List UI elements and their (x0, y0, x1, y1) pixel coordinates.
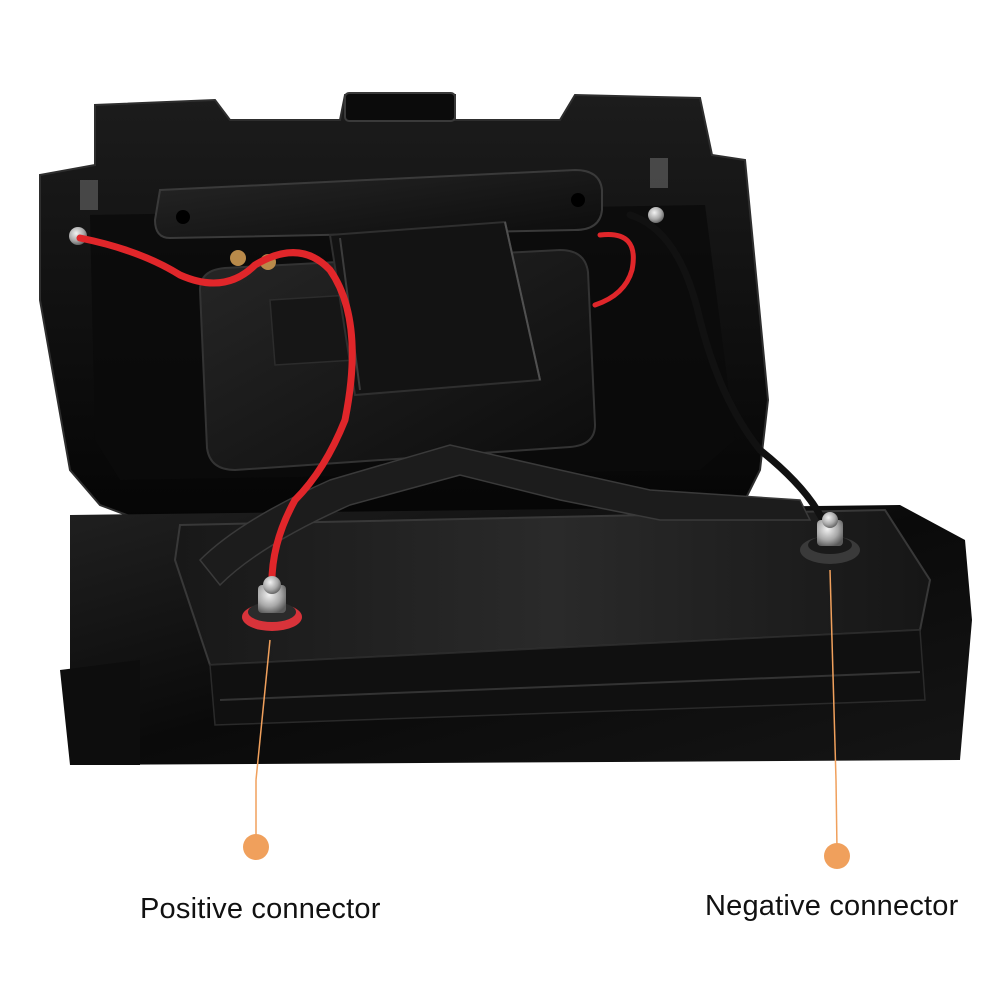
positive-connector-label: Positive connector (140, 893, 381, 925)
negative-cable (626, 211, 829, 529)
negative-connector-label: Negative connector (705, 890, 959, 922)
mounting-plate (153, 168, 603, 240)
positive-terminal (242, 576, 302, 631)
positive-callout-dot (243, 834, 269, 860)
negative-leader-line (829, 569, 837, 780)
negative-callout-dot (824, 843, 850, 869)
positive-leader-line (255, 639, 271, 780)
inner-cover-block (198, 220, 597, 472)
battery-box-body (60, 505, 972, 765)
battery-box-photo (39, 92, 972, 780)
negative-terminal (800, 512, 860, 564)
positive-cable (76, 234, 356, 594)
leader-line-extensions (255, 780, 838, 851)
battery-strap (198, 444, 812, 587)
